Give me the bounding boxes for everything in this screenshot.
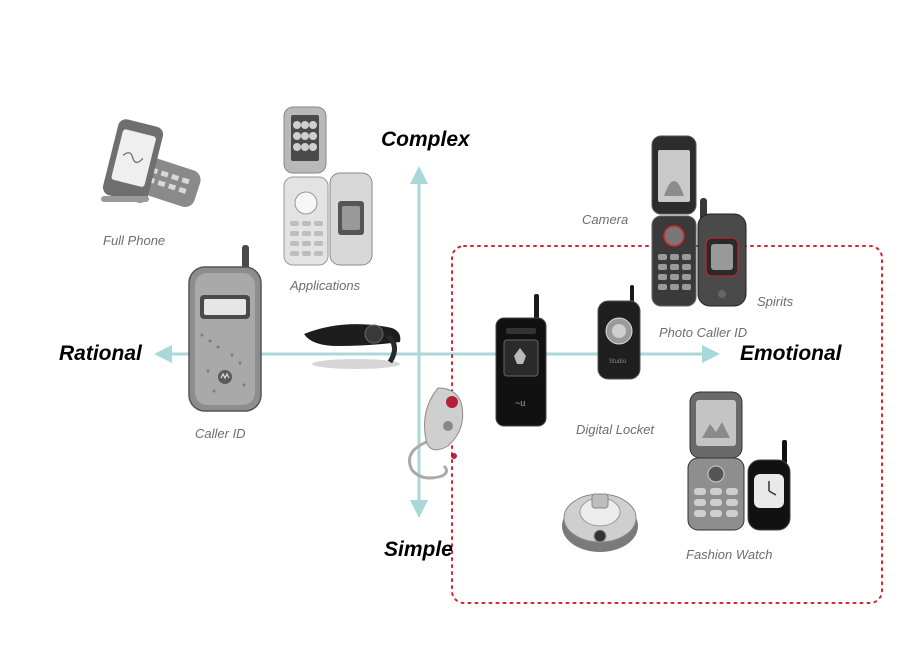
left-arrowhead	[154, 345, 172, 363]
top-arrowhead	[410, 166, 428, 184]
axis-label-simple: Simple	[384, 538, 453, 561]
svg-text:Studio: Studio	[609, 359, 627, 365]
clamshell-phone-icon	[186, 245, 266, 415]
watch-phone-pair-icon	[686, 388, 796, 534]
axis-label-complex: Complex	[381, 128, 470, 151]
caption-camera: Camera	[582, 212, 629, 227]
earpiece-headset-icon	[394, 380, 474, 485]
caption-photo-caller-id: Photo Caller ID	[659, 325, 748, 340]
right-arrowhead	[702, 345, 720, 363]
axis-label-rational: Rational	[59, 342, 142, 365]
caption-full-phone: Full Phone	[103, 233, 166, 248]
svg-text:~u: ~u	[515, 398, 525, 408]
caption-applications: Applications	[290, 278, 361, 293]
bottom-arrowhead	[410, 500, 428, 518]
caption-digital-locket: Digital Locket	[576, 422, 655, 437]
axis-label-emotional: Emotional	[740, 342, 842, 365]
caption-spirits: Spirits	[757, 294, 794, 309]
flip-phone-pair-icon	[280, 105, 375, 270]
caption-fashion-watch: Fashion Watch	[686, 547, 773, 562]
small-flip-phone-icon	[696, 198, 748, 308]
round-screen-phone-icon: Studio	[596, 285, 644, 381]
slider-qwerty-phone-icon	[96, 112, 206, 217]
dome-pendant-icon	[560, 478, 642, 556]
caption-caller-id: Caller ID	[195, 426, 246, 441]
bluetooth-headset-icon	[298, 312, 410, 372]
bar-phone-icon: ~u	[492, 294, 550, 429]
camera-flip-phone-icon	[650, 135, 700, 308]
